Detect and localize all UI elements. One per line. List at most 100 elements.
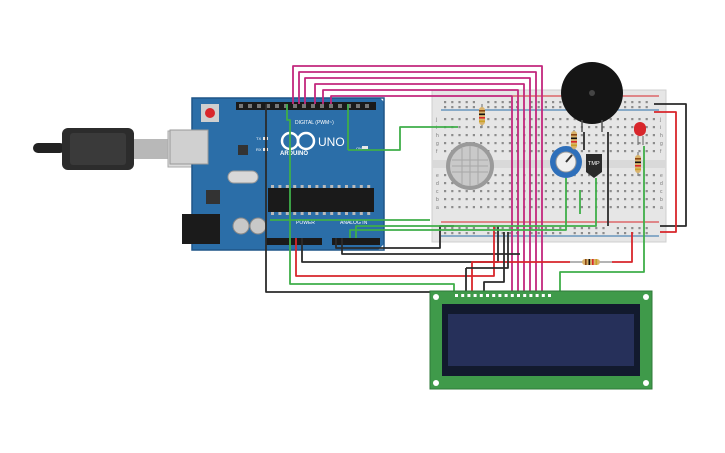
bb-hole: [652, 206, 655, 209]
bb-hole: [624, 190, 627, 193]
digital-pin[interactable]: [302, 104, 306, 108]
resistor[interactable]: [479, 104, 485, 128]
bb-hole: [552, 150, 555, 153]
rail-hole: [472, 106, 475, 109]
red-led[interactable]: [634, 122, 646, 145]
chip-leg: [330, 212, 334, 215]
bb-hole: [580, 174, 583, 177]
piezo-buzzer[interactable]: [561, 62, 623, 132]
rail-hole: [458, 227, 461, 230]
resistor[interactable]: [635, 152, 641, 176]
rail-hole: [559, 101, 562, 104]
rail-hole: [573, 232, 576, 235]
digital-pin[interactable]: [284, 104, 288, 108]
bb-hole: [451, 206, 454, 209]
digital-pin[interactable]: [293, 104, 297, 108]
bb-hole: [494, 190, 497, 193]
bb-hole: [645, 206, 648, 209]
bb-hole: [530, 174, 533, 177]
bb-hole: [559, 182, 562, 185]
rail-hole: [530, 227, 533, 230]
bb-hole: [444, 198, 447, 201]
power-header: [266, 238, 322, 245]
bb-hole: [508, 126, 511, 129]
bb-hole: [544, 142, 547, 145]
row-letter: e: [660, 173, 663, 179]
rail-hole: [544, 101, 547, 104]
resistor[interactable]: [571, 130, 577, 150]
lcd-pin: [473, 294, 477, 297]
bb-hole: [573, 126, 576, 129]
digital-pin[interactable]: [248, 104, 252, 108]
lcd-16x2-display[interactable]: [429, 290, 653, 390]
bb-hole: [580, 206, 583, 209]
bb-hole: [458, 142, 461, 145]
bb-hole: [645, 198, 648, 201]
bb-hole: [472, 198, 475, 201]
rail-hole: [638, 232, 641, 235]
bb-hole: [458, 206, 461, 209]
chip-leg: [293, 212, 297, 215]
bb-hole: [494, 198, 497, 201]
bb-hole: [530, 198, 533, 201]
wire-red: [471, 261, 570, 292]
bb-hole: [501, 174, 504, 177]
bb-hole: [537, 142, 540, 145]
chip-leg: [300, 185, 304, 188]
arduino-uno-board[interactable]: ARDUINO UNO DIGITAL (PWM~) TX RX ON POWE…: [169, 97, 385, 251]
bb-hole: [552, 206, 555, 209]
digital-pin[interactable]: [239, 104, 243, 108]
tx-label: TX: [256, 136, 261, 141]
bb-hole: [559, 118, 562, 121]
analog-header: [332, 238, 380, 245]
bb-hole: [631, 118, 634, 121]
rail-hole: [616, 227, 619, 230]
digital-pin[interactable]: [338, 104, 342, 108]
wire-green: [349, 178, 567, 238]
row-letter: e: [436, 173, 439, 179]
chip-leg: [337, 185, 341, 188]
bb-hole: [609, 206, 612, 209]
chip-leg: [322, 185, 326, 188]
bb-hole: [616, 174, 619, 177]
chip-leg: [359, 185, 363, 188]
digital-pin[interactable]: [347, 104, 351, 108]
row-letter: j: [659, 117, 661, 123]
digital-pin[interactable]: [266, 104, 270, 108]
bb-hole: [616, 126, 619, 129]
bb-hole: [573, 118, 576, 121]
bb-hole: [494, 126, 497, 129]
usb-cable: [33, 128, 205, 170]
temperature-sensor[interactable]: TMP: [586, 154, 602, 178]
resistor[interactable]: [570, 259, 612, 265]
bb-hole: [487, 134, 490, 137]
digital-pin[interactable]: [257, 104, 261, 108]
rail-hole: [487, 106, 490, 109]
bb-hole: [451, 134, 454, 137]
bb-hole: [609, 150, 612, 153]
digital-pin[interactable]: [356, 104, 360, 108]
digital-pin[interactable]: [311, 104, 315, 108]
rail-hole: [602, 227, 605, 230]
rail-hole: [501, 227, 504, 230]
bb-hole: [559, 198, 562, 201]
bb-hole: [451, 190, 454, 193]
digital-pin[interactable]: [275, 104, 279, 108]
digital-pin[interactable]: [365, 104, 369, 108]
rail-hole: [638, 101, 641, 104]
bb-hole: [645, 190, 648, 193]
chip-leg: [308, 212, 311, 215]
rail-hole: [444, 101, 447, 104]
digital-pin[interactable]: [329, 104, 333, 108]
bb-hole: [566, 190, 569, 193]
wire-magenta: [292, 65, 543, 292]
potentiometer[interactable]: [550, 146, 582, 178]
bb-hole: [645, 142, 648, 145]
bb-hole: [530, 118, 533, 121]
bb-hole: [552, 126, 555, 129]
gas-sensor[interactable]: [446, 142, 494, 190]
bb-hole: [573, 182, 576, 185]
bb-hole: [444, 134, 447, 137]
digital-pin[interactable]: [320, 104, 324, 108]
bb-hole: [638, 150, 641, 153]
